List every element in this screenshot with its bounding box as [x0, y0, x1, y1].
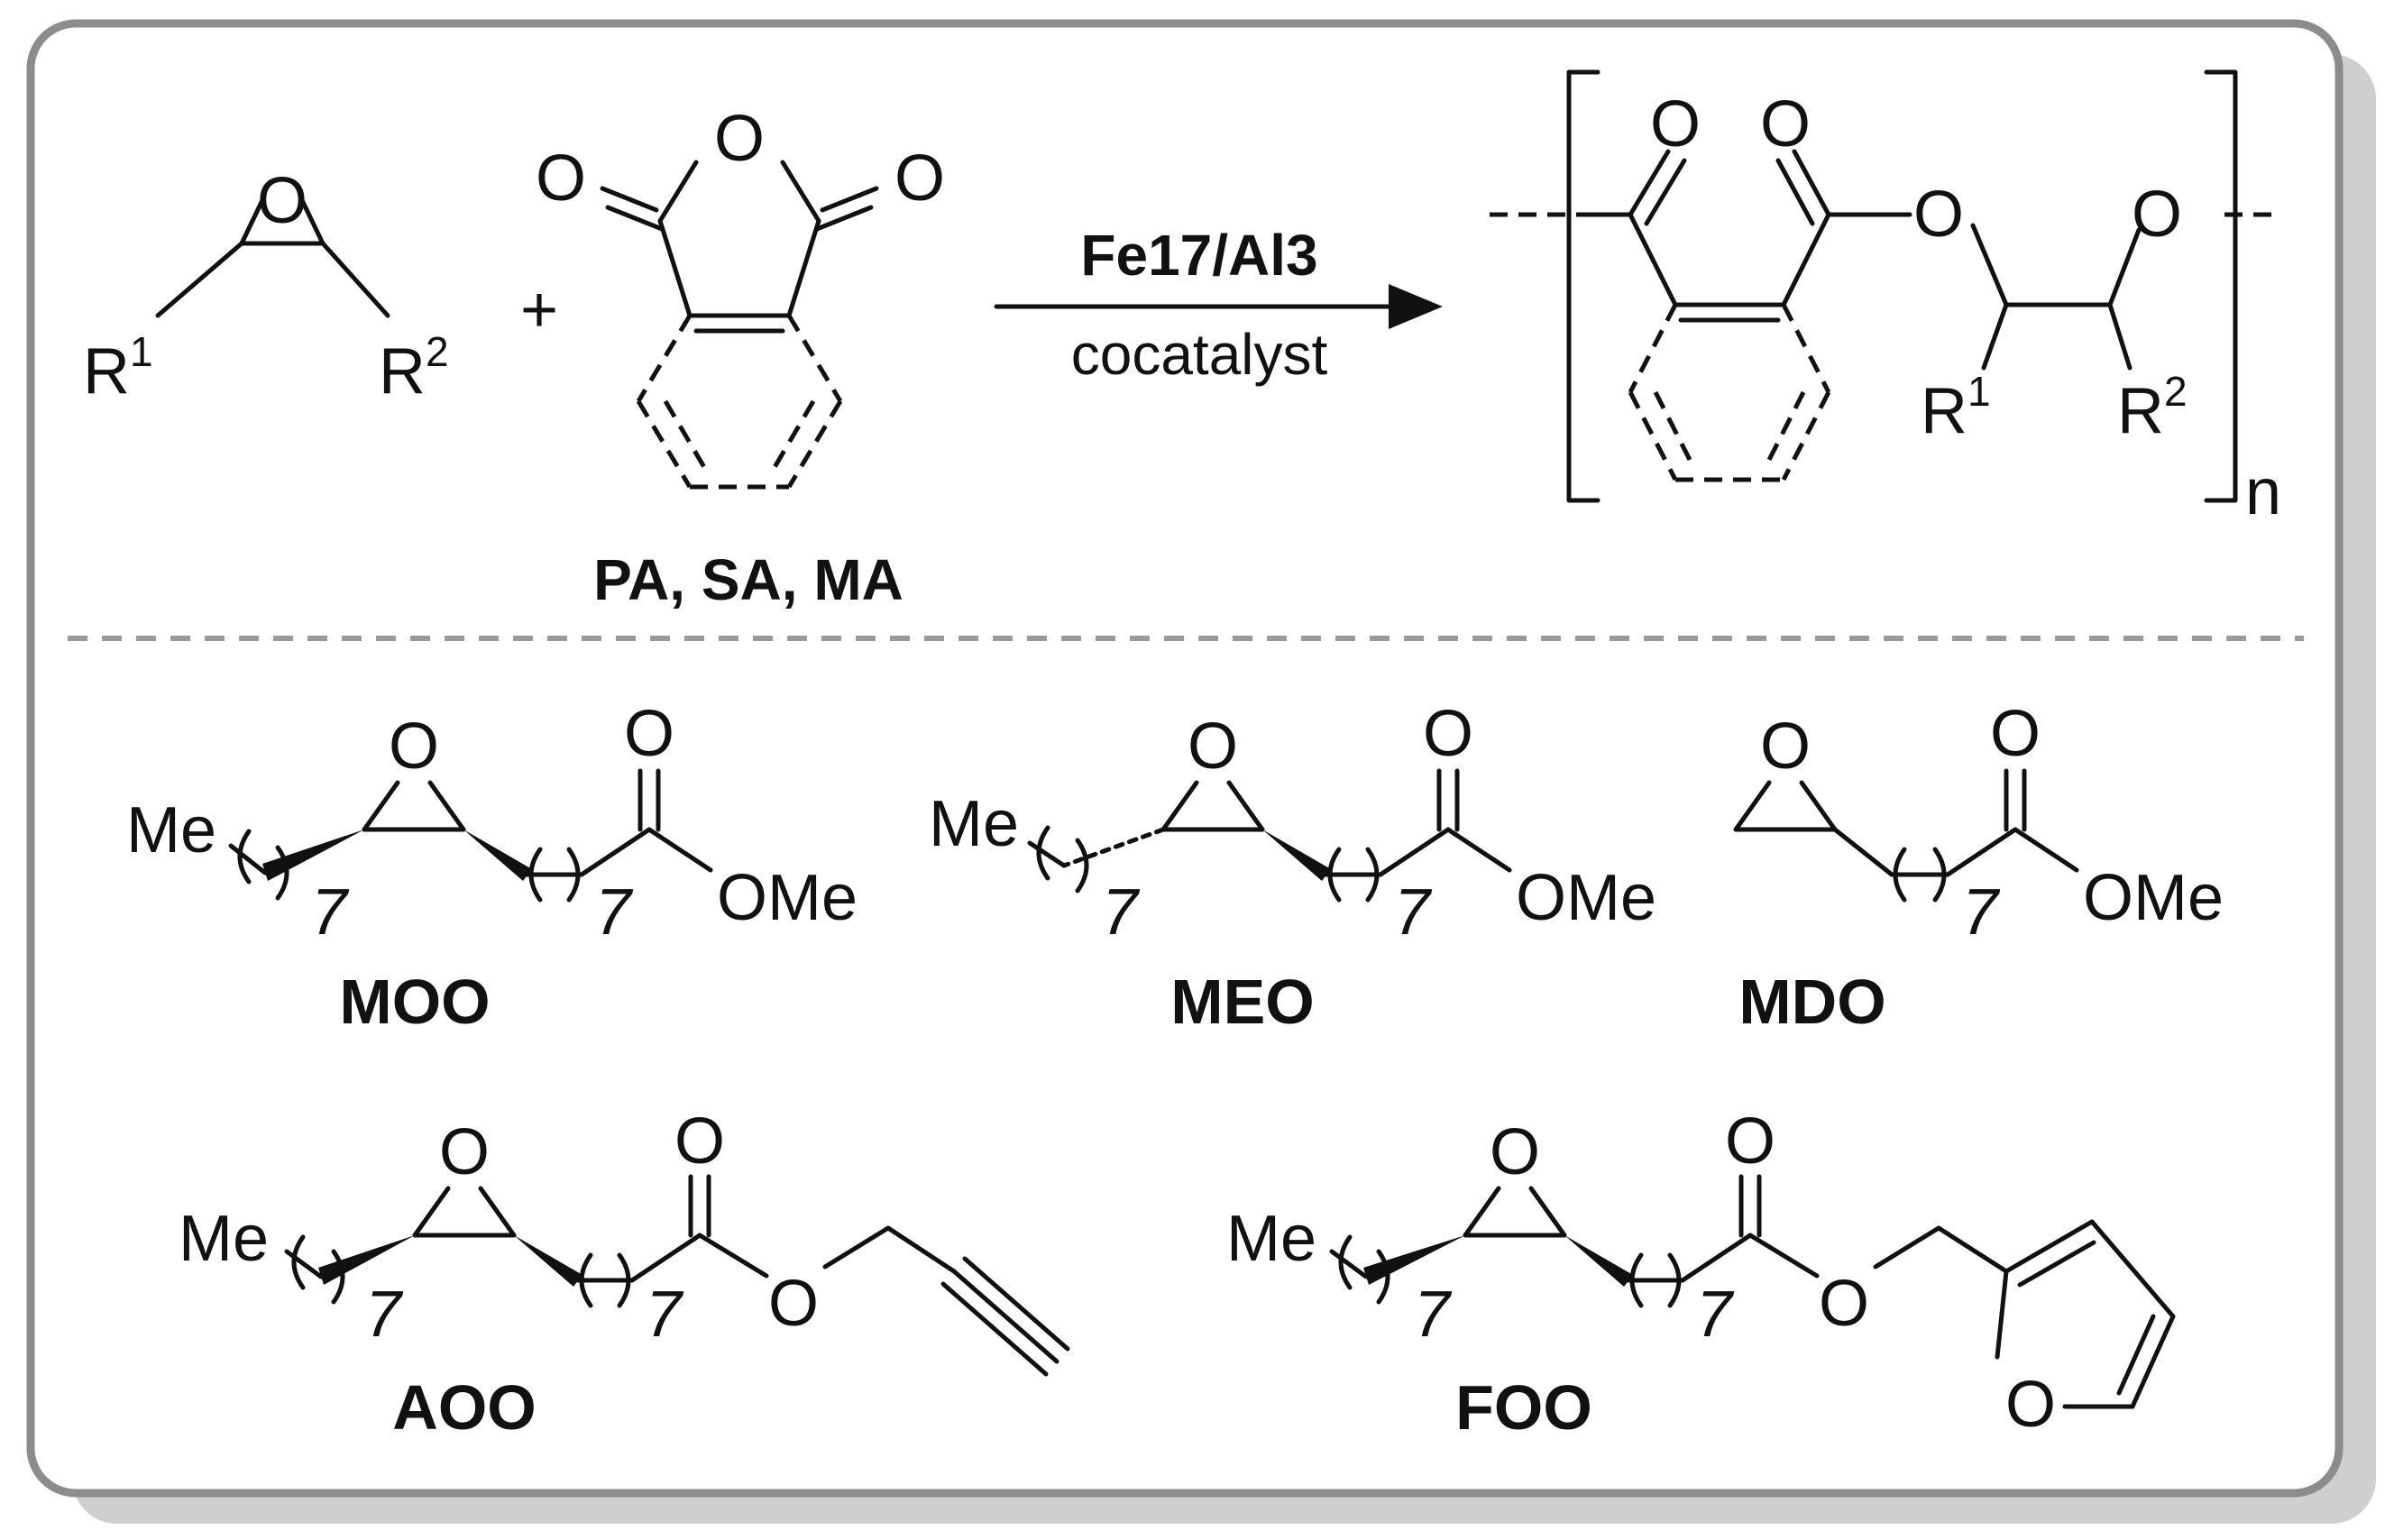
meo-right-chain-count: 7: [1394, 876, 1433, 949]
foo-carbonyl-oxygen: O: [1725, 1105, 1775, 1178]
monomer-mdo-structure: O 7 O OMe: [1733, 698, 2224, 949]
product-ester-oxygen: O: [1913, 179, 1964, 251]
mdo-chain-count: 7: [1962, 876, 2001, 949]
moo-epoxide-oxygen: O: [389, 710, 439, 783]
moo-methoxy-label: OMe: [717, 862, 858, 934]
cocatalyst-label: cocatalyst: [1071, 322, 1328, 387]
reaction-arrow-group: Fe17/Al3 cocatalyst: [994, 223, 1443, 387]
product-ether-oxygen: O: [2132, 179, 2182, 251]
moo-methyl-label: Me: [126, 794, 216, 866]
aoo-left-chain-count: 7: [365, 1279, 404, 1351]
monomer-label-meo: MEO: [1170, 967, 1314, 1037]
anhydride-right-carbonyl-oxygen: O: [894, 142, 945, 215]
meo-left-chain-count: 7: [1102, 876, 1141, 949]
product-r2-label: R2: [2117, 368, 2188, 447]
meo-epoxide-oxygen: O: [1188, 710, 1238, 783]
moo-carbonyl-oxygen: O: [624, 698, 674, 770]
plus-sign: +: [520, 274, 558, 346]
monomer-moo-structure: O Me 7 7 O OMe: [126, 698, 858, 949]
aoo-methyl-label: Me: [179, 1203, 269, 1275]
mdo-carbonyl-oxygen: O: [1990, 698, 2041, 770]
monomer-label-aoo: AOO: [392, 1372, 536, 1443]
moo-left-chain-count: 7: [311, 876, 350, 949]
polyester-product: O O O O R1 R2 n: [1490, 69, 2281, 528]
product-r1-label: R1: [1921, 368, 1991, 447]
epoxide-oxygen-label: O: [257, 165, 307, 237]
foo-methyl-label: Me: [1226, 1203, 1316, 1275]
epoxide-r2-label: R2: [379, 328, 449, 408]
meo-carbonyl-oxygen: O: [1423, 698, 1473, 770]
mdo-methoxy-label: OMe: [2083, 862, 2224, 934]
moo-right-chain-count: 7: [595, 876, 634, 949]
panel-border: [26, 19, 2344, 1498]
foo-ester-oxygen: O: [1819, 1268, 1869, 1340]
foo-left-chain-count: 7: [1414, 1279, 1453, 1351]
monomer-label-mdo: MDO: [1738, 967, 1885, 1037]
right-bracket: [2204, 69, 2238, 503]
anhydride-structure: O O O: [536, 103, 945, 490]
anhydride-ring-oxygen: O: [714, 103, 765, 175]
aoo-ester-oxygen: O: [768, 1268, 819, 1340]
meo-methyl-label: Me: [929, 788, 1019, 860]
meo-methoxy-label: OMe: [1516, 862, 1656, 934]
product-ketone-oxygen: O: [1650, 88, 1701, 160]
foo-furan-oxygen: O: [2005, 1369, 2056, 1441]
aoo-right-chain-count: 7: [646, 1279, 684, 1351]
monomer-meo-structure: O Me 7 7 O OMe: [929, 698, 1656, 949]
product-ester-carbonyl-oxygen: O: [1760, 88, 1811, 160]
monomer-aoo-structure: O Me 7 7 O O: [179, 1105, 1070, 1377]
monomer-label-foo: FOO: [1455, 1372, 1592, 1443]
aoo-epoxide-oxygen: O: [439, 1116, 490, 1188]
mdo-epoxide-oxygen: O: [1760, 710, 1811, 783]
monomer-label-moo: MOO: [339, 967, 490, 1037]
anhydride-labels: PA, SA, MA: [593, 547, 903, 612]
monomer-foo-structure: O Me 7 7 O O O: [1226, 1105, 2176, 1441]
aoo-carbonyl-oxygen: O: [674, 1105, 725, 1178]
repeat-index-n: n: [2245, 456, 2281, 528]
left-bracket: [1566, 69, 1601, 503]
anhydride-left-carbonyl-oxygen: O: [536, 142, 586, 215]
foo-epoxide-oxygen: O: [1490, 1116, 1540, 1188]
catalyst-label: Fe17/Al3: [1080, 223, 1317, 288]
epoxide-r1-label: R1: [83, 328, 153, 408]
epoxide-structure: O R1 R2: [83, 165, 449, 408]
foo-right-chain-count: 7: [1696, 1279, 1735, 1351]
